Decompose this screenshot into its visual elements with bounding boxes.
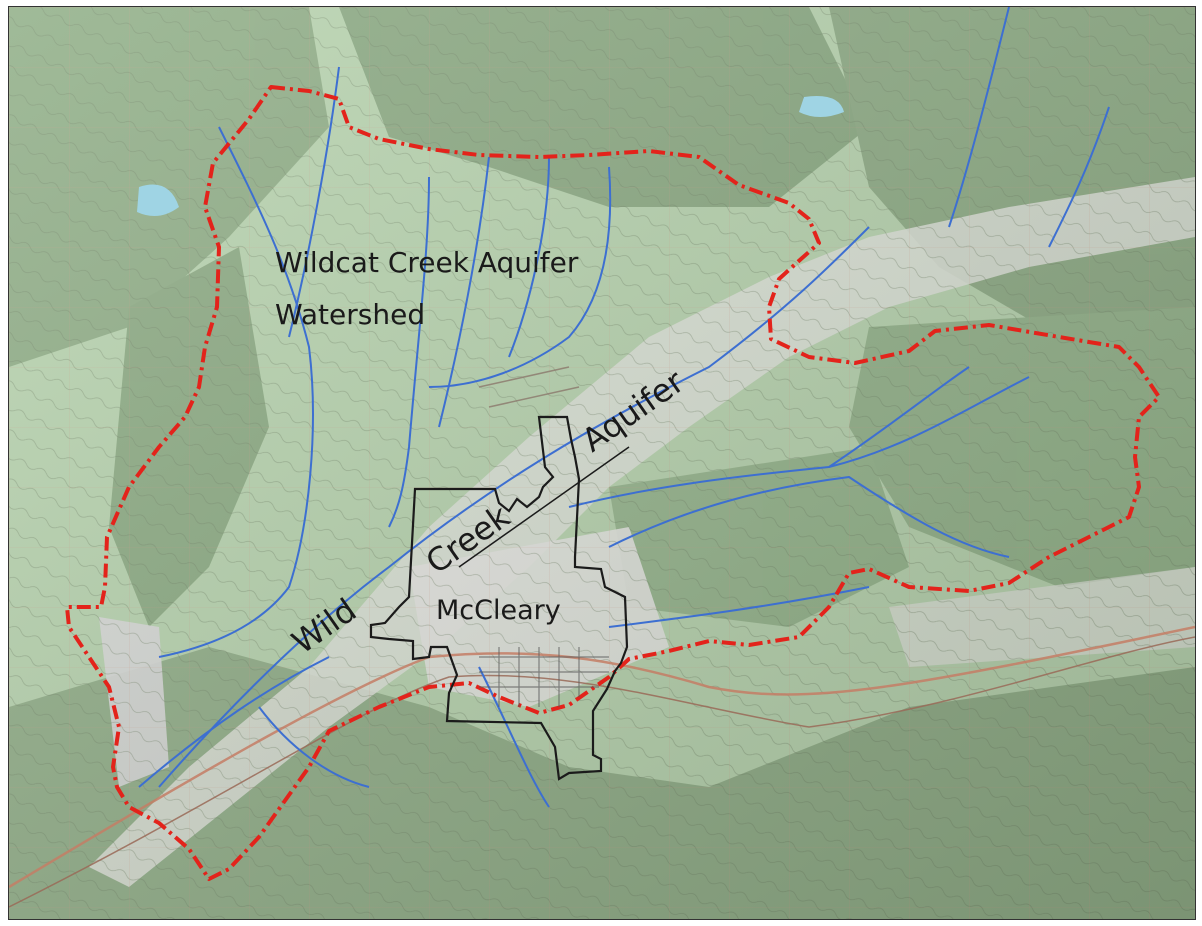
roads xyxy=(9,366,1195,908)
lake xyxy=(137,184,179,216)
watershed-boundary xyxy=(65,85,1161,881)
topographic-map: Wildcat Creek Aquifer Watershed McCleary… xyxy=(8,6,1196,920)
map-canvas xyxy=(9,7,1195,919)
aquifer-axis-line xyxy=(458,446,630,568)
watershed-label-line1: Wildcat Creek Aquifer xyxy=(275,246,579,279)
town-streets xyxy=(479,647,609,707)
town-label: McCleary xyxy=(436,595,561,626)
lake xyxy=(799,96,844,117)
city-boundary xyxy=(369,415,629,781)
watershed-label-line2: Watershed xyxy=(275,298,426,331)
